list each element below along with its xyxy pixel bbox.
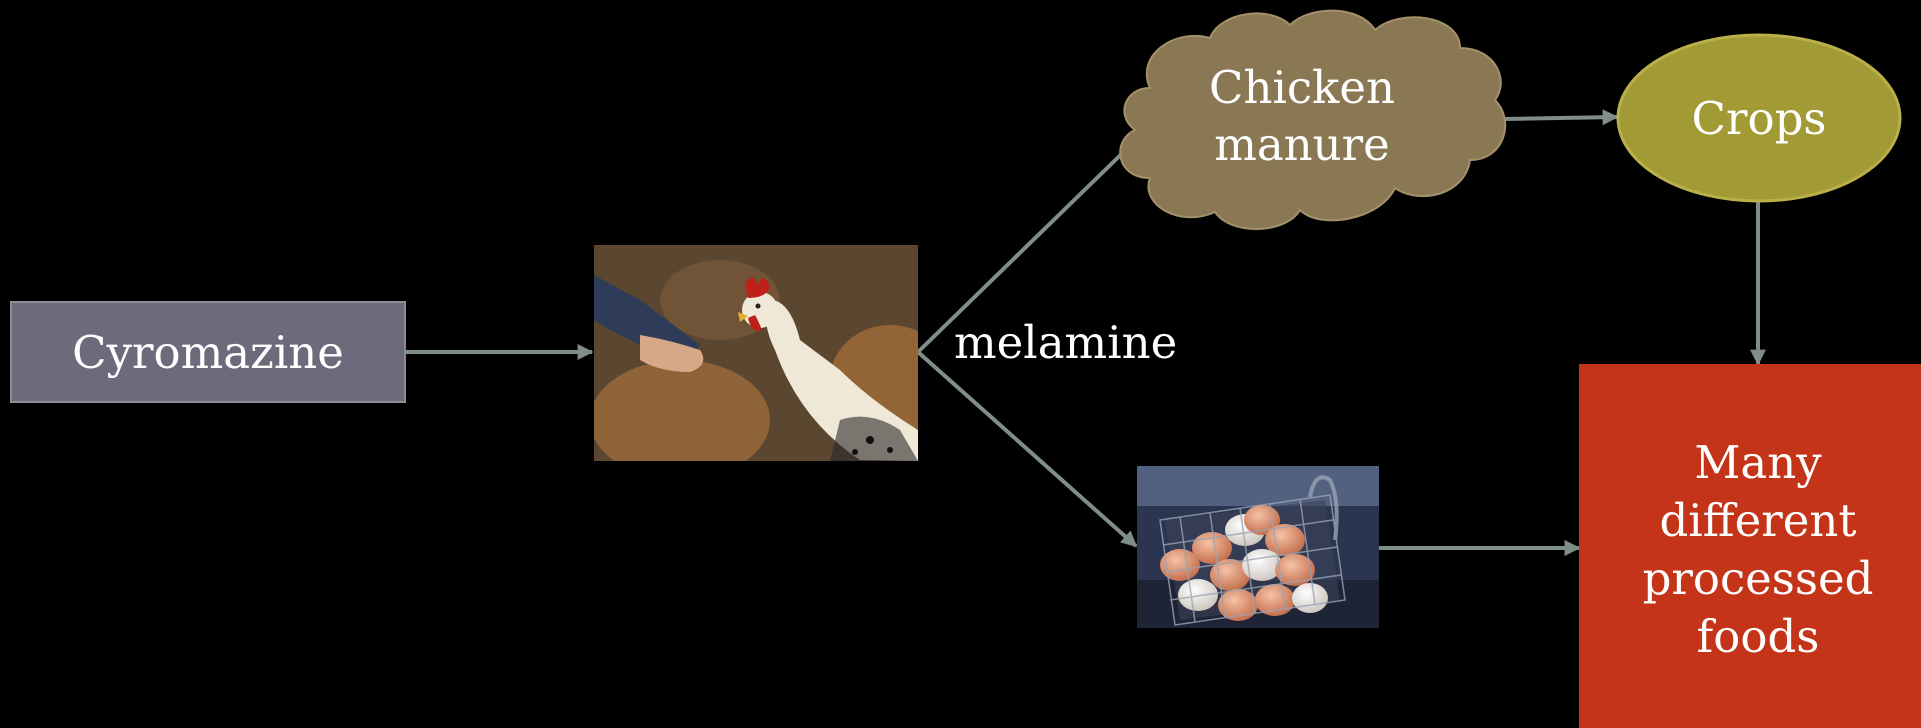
melamine-label: melamine	[954, 316, 1177, 369]
processed-foods-label-line-2: different	[1659, 494, 1856, 547]
cyromazine-node: Cyromazine	[11, 302, 405, 402]
crops-node: Crops	[1618, 35, 1900, 201]
chicken-feeding-photo	[590, 245, 950, 480]
cyromazine-label: Cyromazine	[72, 326, 344, 379]
processed-foods-label-line-1: Many	[1694, 436, 1822, 489]
egg-basket-photo	[1137, 466, 1379, 628]
chicken-manure-label-line-2: manure	[1214, 118, 1390, 171]
arrow-chicken-to-eggs	[918, 352, 1136, 546]
crops-label: Crops	[1692, 92, 1827, 145]
processed-foods-label-line-3: processed	[1643, 552, 1874, 605]
chicken-manure-label-line-1: Chicken	[1209, 61, 1395, 114]
arrow-manure-to-crops	[1505, 117, 1617, 119]
processed-foods-node: Many different processed foods	[1579, 364, 1921, 728]
processed-foods-label-line-4: foods	[1697, 610, 1820, 663]
chicken-manure-node: Chicken manure	[1120, 11, 1505, 229]
